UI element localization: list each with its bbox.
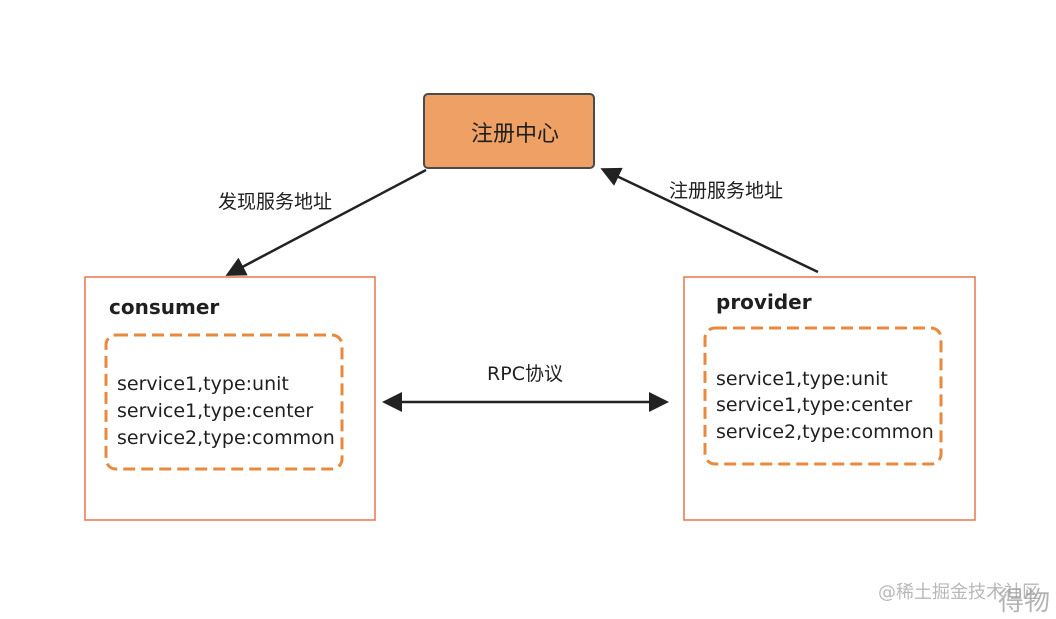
consumer-service-1: service1,type:unit (117, 373, 289, 395)
provider-service-2: service1,type:center (716, 394, 912, 416)
register-label: 注册服务地址 (669, 180, 783, 202)
watermark: @稀土掘金技术社区 得物 (878, 582, 1050, 617)
provider-box (683, 276, 976, 521)
rpc-label: RPC协议 (487, 363, 563, 385)
consumer-node: consumer service1,type:unit service1,typ… (84, 276, 376, 521)
provider-services-box (703, 326, 943, 466)
consumer-services-box (104, 333, 344, 471)
edge-rpc: RPC协议 (382, 363, 669, 412)
discover-label: 发现服务地址 (218, 191, 332, 213)
discover-arrow (225, 168, 427, 276)
provider-title: provider (716, 290, 812, 314)
edge-register: 注册服务地址 (600, 167, 819, 274)
consumer-title: consumer (109, 295, 219, 319)
registry-label: 注册中心 (471, 122, 559, 147)
consumer-service-2: service1,type:center (117, 400, 313, 422)
edge-discover: 发现服务地址 (218, 168, 427, 276)
provider-service-1: service1,type:unit (716, 368, 888, 390)
register-arrow (600, 167, 819, 274)
provider-service-3: service2,type:common (716, 421, 934, 443)
watermark-text: @稀土掘金技术社区 (878, 582, 1040, 603)
watermark-overlay: 得物 (998, 587, 1050, 617)
consumer-service-3: service2,type:common (117, 427, 335, 449)
consumer-box (84, 276, 376, 521)
registry-node: 注册中心 (423, 93, 595, 169)
provider-node: provider service1,type:unit service1,typ… (683, 276, 976, 521)
registry-box (423, 93, 595, 169)
